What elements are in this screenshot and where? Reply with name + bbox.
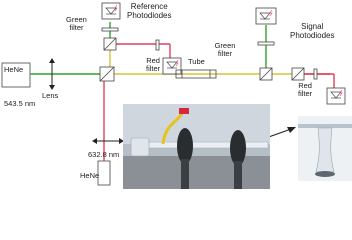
photodiode-icon: [255, 7, 277, 25]
hene-bottom-label: HeNe: [80, 171, 100, 180]
beamsplitter-icon: [99, 66, 115, 82]
beamsplitter-icon: [103, 37, 117, 51]
optical-setup-diagram: Green filter Reference Photodiodes Red f…: [1, 2, 352, 189]
reference-photodiodes-label: Reference Photodiodes: [127, 2, 172, 20]
signal-photodiodes-label: Signal Photodiodes: [290, 22, 335, 40]
photodiode-icon: [101, 2, 121, 20]
tube-label: Tube: [188, 57, 205, 66]
setup-photo: [123, 104, 270, 189]
translation-arrow-icon: [92, 138, 124, 144]
green-filter-left-label: Green filter: [66, 15, 87, 32]
beamsplitter-icon: [259, 67, 273, 81]
beamsplitter-icon: [291, 67, 305, 81]
hene-laser-red-box: [97, 160, 111, 186]
red-filter-left-mark: [155, 39, 160, 51]
tube-icon: [175, 69, 217, 79]
lens-arrow-icon: [49, 58, 55, 90]
tube-closeup-inset: [298, 116, 352, 181]
green-filter-left-mark: [101, 27, 119, 32]
photodiode-icon: [162, 57, 182, 75]
photodiode-icon: [326, 87, 346, 105]
green-filter-right-mark: [257, 41, 275, 46]
red-filter-left-label: Red filter: [146, 56, 161, 73]
wavelength-red-label: 632.8 nm: [88, 150, 120, 159]
red-filter-right-mark: [313, 68, 318, 80]
wavelength-green-label: 543.5 nm: [4, 99, 36, 108]
hene-top-label: HeNe: [4, 65, 24, 74]
lens-label: Lens: [42, 91, 59, 100]
red-filter-right-label: Red filter: [298, 81, 313, 98]
green-filter-right-label: Green filter: [214, 41, 236, 58]
hene-laser-green-box: [1, 62, 31, 88]
